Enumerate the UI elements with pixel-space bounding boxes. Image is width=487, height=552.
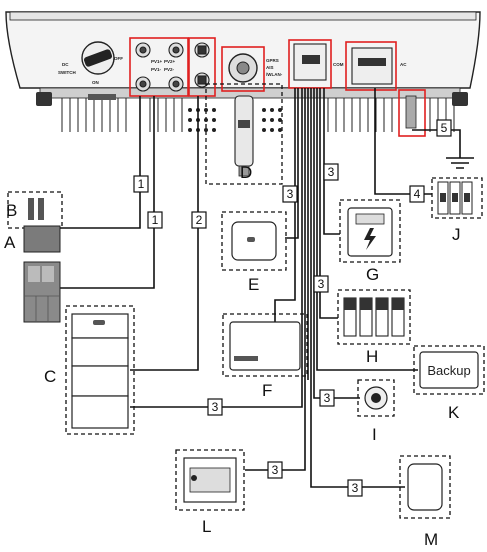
pv-connector-highlight	[129, 37, 189, 97]
off-label: OFF	[114, 56, 123, 61]
din-meter-l	[175, 449, 245, 511]
cable-badge-1-upper: 1	[133, 175, 149, 193]
battery-modules-h	[337, 289, 411, 345]
pv2-plus-label: PV2+	[164, 59, 176, 64]
wlan-label: /WLAN-	[266, 72, 283, 77]
battery-connectors	[194, 42, 210, 88]
label-k: K	[448, 403, 460, 422]
ac-port-highlight	[345, 41, 397, 91]
smart-dongle-d	[205, 83, 283, 185]
dc-switch: DC OFF SWITCH ON	[58, 41, 123, 85]
svg-text:1: 1	[138, 177, 145, 191]
rapid-shutdown-i	[357, 379, 395, 417]
dongle-port-highlight	[221, 46, 265, 92]
label-m: M	[424, 530, 438, 549]
switch-label: SWITCH	[58, 70, 76, 75]
label-f: F	[262, 381, 272, 400]
label-a: A	[4, 233, 16, 252]
backup-box-k[interactable]: Backup	[413, 345, 485, 395]
svg-text:3: 3	[324, 391, 331, 405]
dc-label: DC	[62, 62, 69, 67]
label-j: J	[452, 225, 461, 244]
cable-badge-3-g: 3	[323, 163, 339, 181]
backup-label: Backup	[427, 363, 470, 378]
label-c: C	[44, 367, 56, 386]
smart-meter-g	[339, 199, 401, 263]
smartlogger-f	[222, 313, 308, 377]
gprs-label: GPRS	[266, 58, 279, 63]
cable-badge-3-h: 3	[313, 275, 329, 293]
cable-badge-2: 2	[191, 211, 207, 229]
svg-text:3: 3	[272, 463, 279, 477]
com-port-highlight	[288, 39, 332, 89]
label-e: E	[248, 275, 259, 294]
svg-text:3: 3	[287, 187, 294, 201]
svg-text:5: 5	[441, 121, 448, 135]
label-d: D	[240, 163, 252, 182]
pv-panel-a	[23, 225, 61, 323]
pv-connector-b	[7, 191, 63, 229]
svg-text:3: 3	[318, 277, 325, 291]
cable-badge-3-m: 3	[347, 479, 363, 497]
label-l: L	[202, 517, 211, 536]
inverter: DC OFF SWITCH ON PV1+ PV1- PV2+ PV2- GPR…	[5, 11, 481, 137]
power-meter-e	[221, 211, 287, 271]
cable-badge-5: 5	[436, 119, 452, 137]
inverter-foot-right	[452, 92, 468, 106]
device-m	[399, 455, 451, 519]
cable-badge-3-e: 3	[282, 185, 298, 203]
pv-connectors	[135, 42, 184, 92]
battery-c	[65, 305, 135, 435]
ais-label: AIS	[266, 65, 274, 70]
ac-label: AC	[400, 62, 407, 67]
breakers-j	[431, 177, 483, 219]
inverter-foot-left	[36, 92, 52, 106]
pv1-minus-label: PV1-	[151, 67, 162, 72]
cable-badge-4: 4	[409, 185, 425, 203]
label-i: I	[372, 425, 377, 444]
label-b: B	[6, 201, 17, 220]
cable-badge-3-c: 3	[207, 398, 223, 416]
battery-connector-highlight	[188, 37, 216, 97]
label-g: G	[366, 265, 379, 284]
svg-text:3: 3	[328, 165, 335, 179]
com-label: COM	[333, 62, 344, 67]
label-h: H	[366, 347, 378, 366]
heat-sink-fins	[61, 98, 455, 132]
ground-point-highlight	[398, 89, 426, 137]
svg-text:3: 3	[352, 481, 359, 495]
svg-text:4: 4	[414, 187, 421, 201]
svg-text:2: 2	[196, 213, 203, 227]
pv1-plus-label: PV1+	[151, 59, 163, 64]
cable-badge-3-i: 3	[319, 389, 335, 407]
svg-text:1: 1	[152, 213, 159, 227]
on-label: ON	[92, 80, 99, 85]
cable-badges: 1 1 2 3 3 3 3 3	[133, 119, 452, 497]
pv2-minus-label: PV2-	[164, 67, 175, 72]
cable-badge-3-l: 3	[267, 461, 283, 479]
cable-badge-1-lower: 1	[147, 211, 163, 229]
component-letters: B A C D E F G H I J K L M	[4, 163, 461, 549]
svg-text:3: 3	[212, 400, 219, 414]
mount-bracket	[88, 94, 116, 100]
